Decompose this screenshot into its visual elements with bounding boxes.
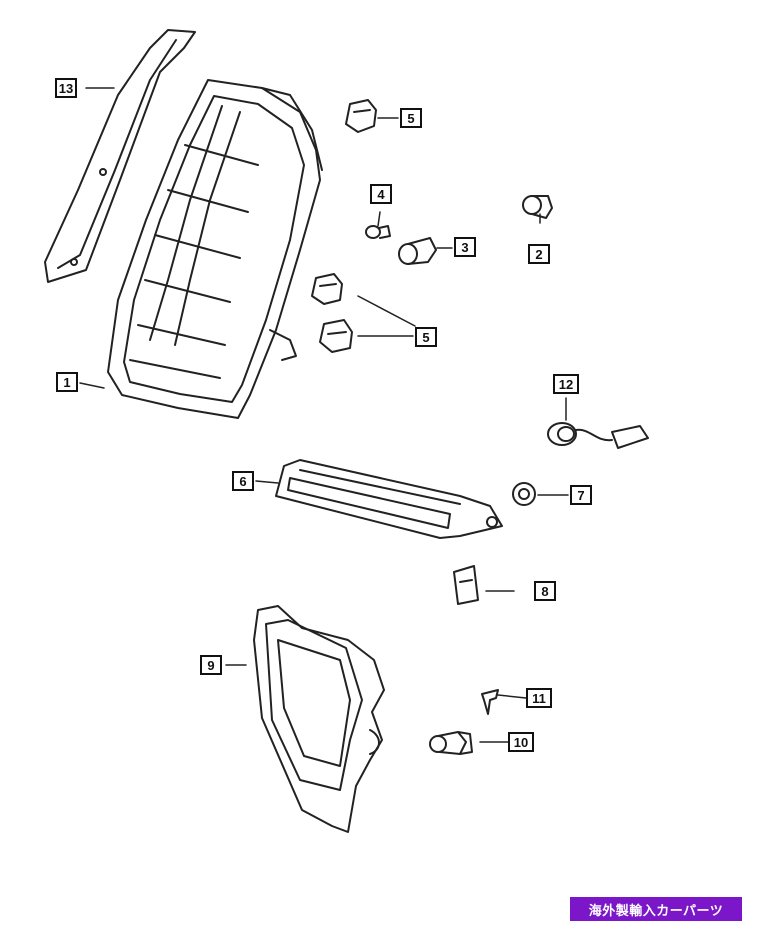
grommet-part-7 <box>512 482 536 506</box>
harness-part-12 <box>547 422 649 449</box>
callout-10: 10 <box>508 732 534 752</box>
callout-13: 13 <box>55 78 77 98</box>
callout-8: 8 <box>534 581 556 601</box>
bulb-part-2 <box>522 195 553 219</box>
callout-4: 4 <box>370 184 392 204</box>
bulb-part-3 <box>398 237 437 265</box>
callout-3: 3 <box>454 237 476 257</box>
bracket-part-8 <box>453 565 479 605</box>
callout-5-top: 5 <box>400 108 422 128</box>
bulb-part-10 <box>429 731 473 755</box>
callout-7: 7 <box>570 485 592 505</box>
callout-11: 11 <box>526 688 552 708</box>
leader-lines <box>79 87 569 743</box>
callout-6: 6 <box>232 471 254 491</box>
callout-1: 1 <box>56 372 78 392</box>
trim-strip-part-13 <box>44 29 196 283</box>
callout-2: 2 <box>528 244 550 264</box>
socket-part-5-mid <box>311 273 343 305</box>
bulb-part-4 <box>365 225 391 239</box>
watermark-banner: 海外製輸入カーパーツ <box>570 897 742 921</box>
socket-part-5-top <box>345 99 377 133</box>
callout-12: 12 <box>553 374 579 394</box>
brake-lamp-part-6 <box>275 459 503 539</box>
tail-lamp-part-1 <box>107 79 323 419</box>
callout-5-bottom: 5 <box>415 327 437 347</box>
callout-9: 9 <box>200 655 222 675</box>
socket-part-5-low <box>319 319 353 353</box>
screw-part-11 <box>481 689 499 715</box>
lamp-housing-part-9 <box>253 605 385 833</box>
